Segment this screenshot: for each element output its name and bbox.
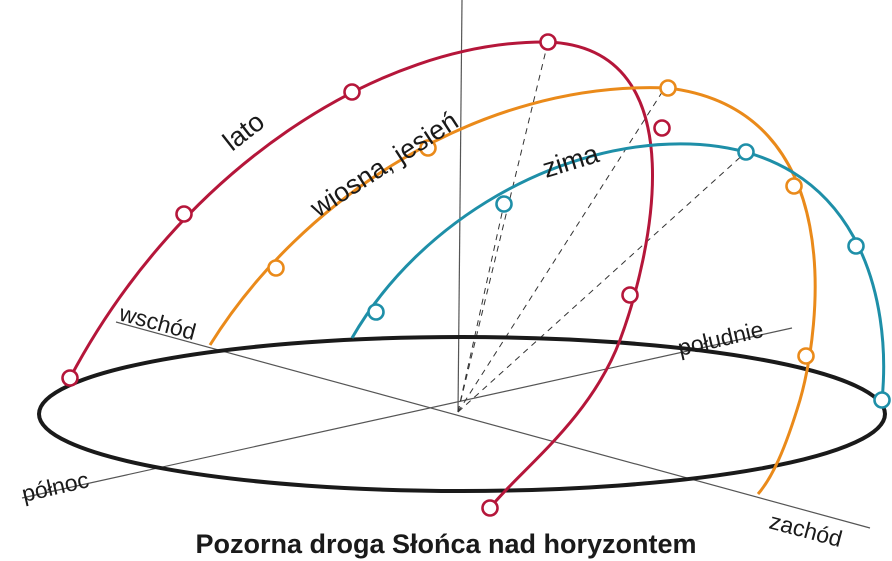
sun-marker (873, 391, 891, 409)
sun-marker (785, 177, 803, 195)
sun-marker (847, 237, 865, 255)
sun-marker (367, 303, 385, 321)
summer-path (68, 40, 654, 509)
equinox-sun-markers (267, 79, 815, 365)
horizon-ellipse (37, 335, 887, 493)
sun-rays (457, 41, 747, 413)
north-south-axis (21, 327, 793, 499)
sun-marker (419, 139, 437, 157)
sun-marker (797, 347, 815, 365)
sun-marker (61, 369, 79, 387)
east-west-axis (115, 321, 871, 529)
sun-marker (659, 79, 677, 97)
summer-sun-markers (61, 33, 671, 517)
sun-marker (621, 286, 639, 304)
sun-marker (495, 195, 513, 213)
label-east: wschód (116, 299, 199, 345)
diagram-caption: Pozorna droga Słońca nad horyzontem (195, 529, 697, 559)
sun-marker (481, 499, 499, 517)
sun-marker (539, 33, 557, 51)
sun-marker (343, 83, 361, 101)
zenith-line (457, 0, 463, 413)
winter-sun-markers (367, 143, 891, 409)
label-equinox: wiosna, jesień (304, 106, 463, 224)
sun-marker (267, 259, 285, 277)
sun-marker (737, 143, 755, 161)
sun-marker (175, 205, 193, 223)
equinox-path (208, 86, 817, 495)
winter-path (350, 142, 886, 401)
label-winter: zima (539, 138, 603, 184)
label-north: północ (19, 466, 91, 507)
sun-marker (653, 119, 671, 137)
